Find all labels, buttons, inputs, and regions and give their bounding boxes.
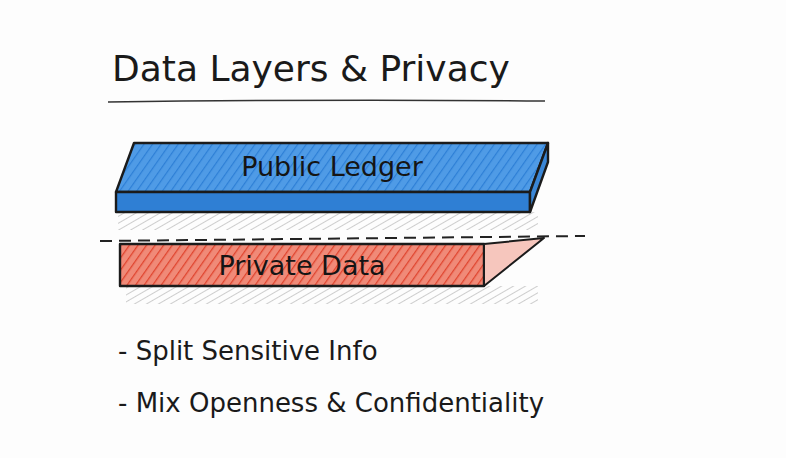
slab-front	[116, 192, 530, 212]
slab-side	[484, 238, 544, 286]
slab-front	[120, 244, 484, 286]
private-slab: Private Data	[118, 236, 548, 290]
bullet-note: - Split Sensitive Info	[118, 336, 378, 366]
bullet-note: - Mix Openness & Confidentiality	[118, 388, 544, 418]
blue-shadow	[118, 212, 538, 230]
slab-top	[116, 143, 548, 192]
public-slab: Public Ledger	[112, 140, 552, 216]
slab-side	[530, 143, 548, 212]
title-underline	[108, 100, 545, 102]
diagram-title: Data Layers & Privacy	[112, 48, 510, 89]
red-shadow	[126, 286, 538, 304]
slab-label: Public Ledger	[241, 151, 423, 182]
slab-label: Private Data	[218, 250, 385, 281]
